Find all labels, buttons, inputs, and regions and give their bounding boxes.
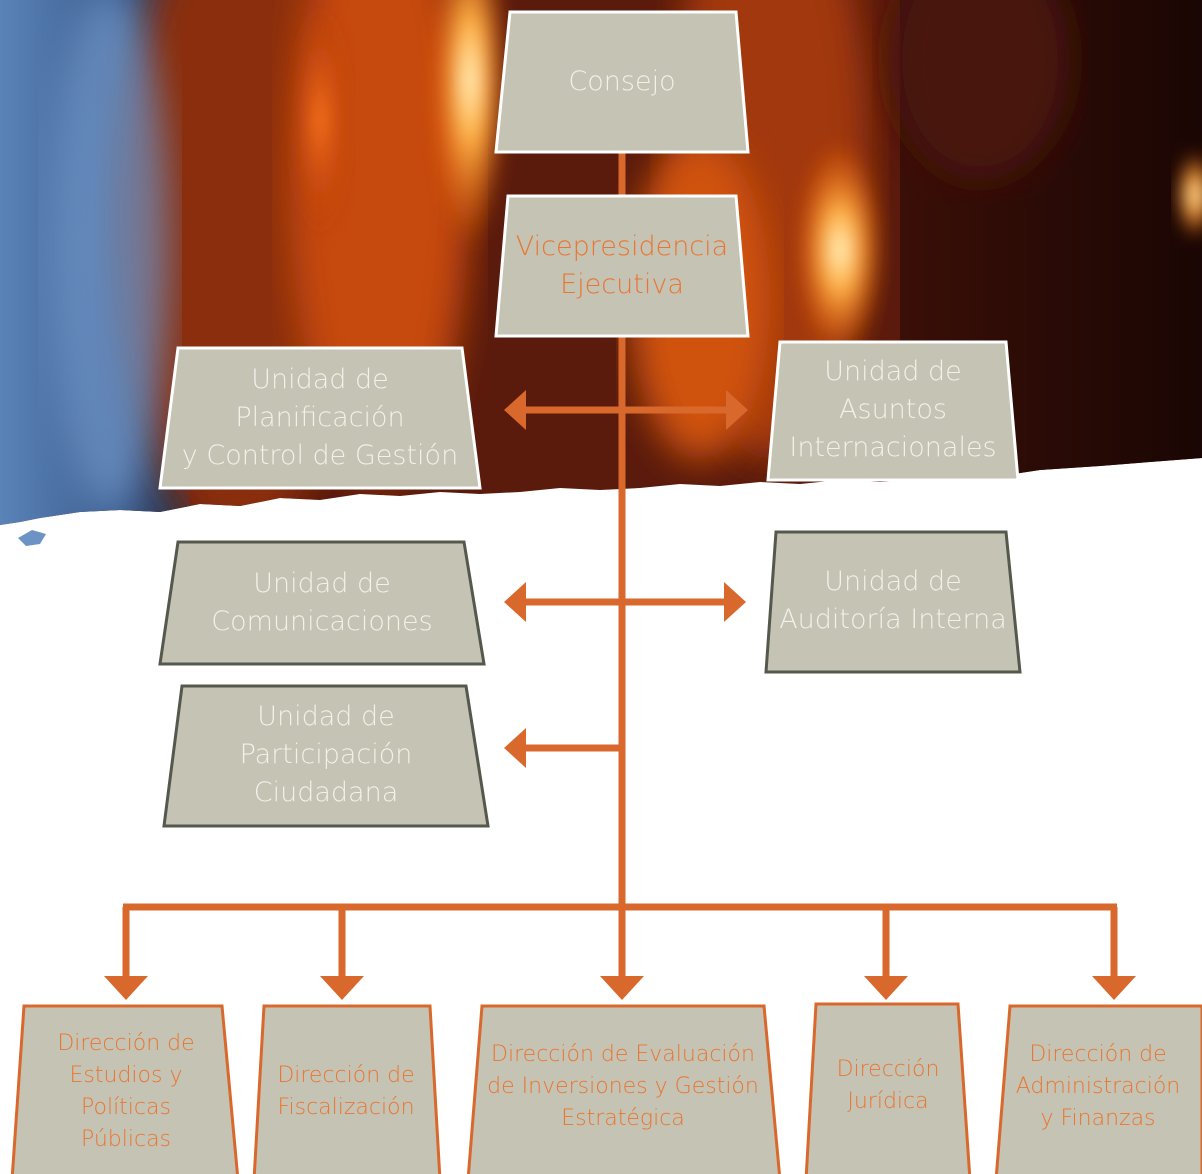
node-asuntos-line-1: Unidad de [824, 356, 962, 387]
node-estudios-line-2: Estudios y [69, 1063, 183, 1088]
box-participacion [162, 684, 490, 828]
node-fiscalizacion-line-2: Fiscalización [277, 1095, 415, 1120]
down-arrow-evaluacion-head [600, 976, 644, 1000]
box-auditoria [764, 530, 1022, 674]
node-participacion-line-3: Ciudadana [253, 777, 399, 808]
node-evaluacion: Dirección de Evaluación de Inversiones y… [468, 1006, 778, 1168]
box-evaluacion [466, 1004, 781, 1174]
node-planificacion: Unidad de Planificación y Control de Ges… [160, 348, 480, 488]
down-arrow-administracion-head [1092, 976, 1136, 1000]
box-juridica [804, 1002, 972, 1174]
node-estudios: Dirección de Estudios y Políticas Públic… [14, 1010, 238, 1174]
node-evaluacion-line-2: de Inversiones y Gestión [487, 1074, 759, 1099]
node-planificacion-line-1: Unidad de [251, 364, 389, 395]
node-evaluacion-line-1: Dirección de Evaluación [491, 1042, 755, 1067]
box-vicepresidencia [494, 194, 750, 338]
down-arrow-estudios-head [104, 976, 148, 1000]
arrow-row3-left-head [504, 728, 526, 768]
box-consejo [494, 10, 750, 154]
node-administracion-line-2: Administración [1015, 1074, 1181, 1099]
node-vicepresidencia: Vicepresidencia Ejecutiva [496, 198, 748, 334]
node-administracion-line-3: y Finanzas [1040, 1106, 1156, 1131]
node-juridica: Dirección Jurídica [806, 1004, 970, 1168]
node-auditoria: Unidad de Auditoría Interna [766, 532, 1020, 670]
node-administracion-line-1: Dirección de [1029, 1042, 1167, 1067]
arrow-row2-right-head [724, 582, 746, 622]
node-auditoria-line-1: Unidad de [824, 566, 962, 597]
arrow-row1-left-head [504, 390, 526, 430]
node-asuntos: Unidad de Asuntos Internacionales [770, 342, 1016, 478]
box-asuntos [766, 340, 1020, 482]
box-administracion [994, 1004, 1202, 1174]
node-planificacion-line-2: Planificación [235, 402, 405, 433]
arrow-row1-right-head [726, 390, 748, 430]
photo-fleck [18, 530, 46, 546]
node-fiscalizacion: Dirección de Fiscalización [254, 1010, 438, 1174]
box-fiscalizacion [252, 1004, 442, 1174]
node-planificacion-line-3: y Control de Gestión [181, 440, 459, 471]
node-auditoria-line-2: Auditoría Interna [779, 604, 1007, 635]
node-consejo-line-1: Consejo [568, 66, 676, 97]
node-vicepresidencia-line-2: Ejecutiva [560, 269, 684, 300]
node-evaluacion-line-3: Estratégica [561, 1106, 685, 1131]
node-participacion-line-1: Unidad de [257, 701, 395, 732]
box-estudios [10, 1004, 239, 1174]
node-participacion: Unidad de Participación Ciudadana [164, 686, 488, 824]
down-arrow-juridica-head [864, 976, 908, 1000]
node-asuntos-line-3: Internacionales [789, 432, 997, 463]
node-consejo: Consejo [496, 14, 748, 150]
node-comunicaciones-line-1: Unidad de [253, 568, 391, 599]
box-planificacion [158, 346, 482, 490]
node-asuntos-line-2: Asuntos [839, 394, 947, 425]
boxes [10, 10, 1202, 1174]
node-comunicaciones-line-2: Comunicaciones [211, 606, 433, 637]
node-estudios-line-4: Públicas [80, 1127, 172, 1152]
node-estudios-line-3: Políticas [81, 1095, 171, 1120]
arrow-row2-left-head [504, 582, 526, 622]
box-comunicaciones [158, 540, 486, 666]
node-juridica-line-1: Dirección [836, 1057, 940, 1082]
node-vicepresidencia-line-1: Vicepresidencia [515, 231, 729, 262]
node-juridica-line-2: Jurídica [847, 1089, 929, 1114]
node-estudios-line-1: Dirección de [57, 1031, 195, 1056]
node-administracion: Dirección de Administración y Finanzas [996, 1006, 1200, 1168]
down-arrow-fiscalizacion-head [320, 976, 364, 1000]
node-fiscalizacion-line-1: Dirección de [277, 1063, 415, 1088]
node-comunicaciones: Unidad de Comunicaciones [160, 542, 484, 664]
node-participacion-line-2: Participación [239, 739, 413, 770]
